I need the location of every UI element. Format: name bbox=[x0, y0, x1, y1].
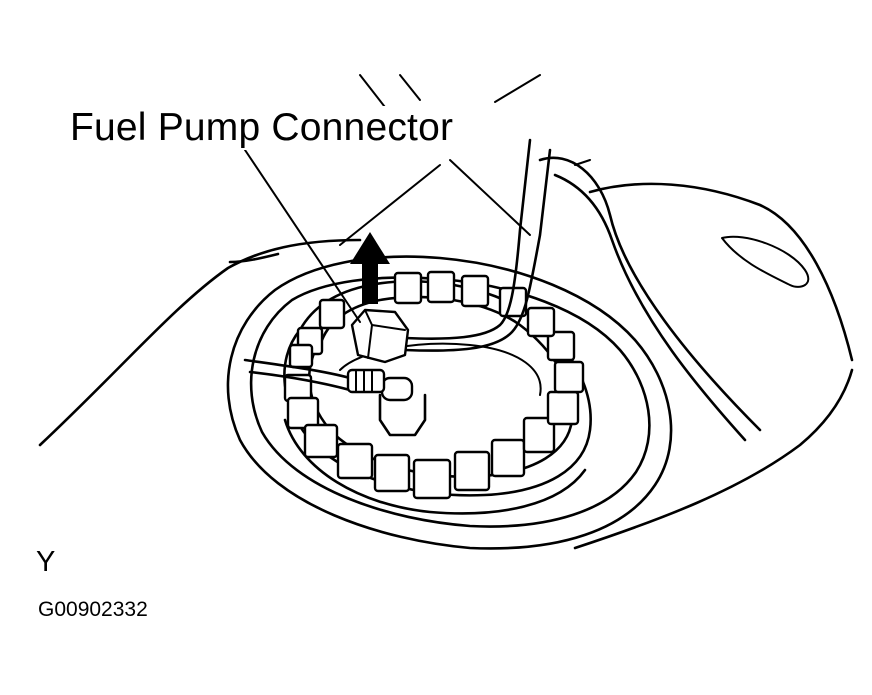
figure-code: G00902332 bbox=[38, 598, 148, 621]
up-arrow-icon bbox=[350, 232, 390, 304]
fuel-pump-connector bbox=[350, 308, 410, 364]
wiring-harness bbox=[359, 74, 762, 442]
tank-surface bbox=[38, 182, 854, 550]
view-letter: Y bbox=[36, 546, 56, 578]
retainer-tabs bbox=[283, 270, 585, 500]
callout-label: Fuel Pump Connector bbox=[68, 106, 456, 150]
callout-leader-lines bbox=[244, 149, 531, 323]
